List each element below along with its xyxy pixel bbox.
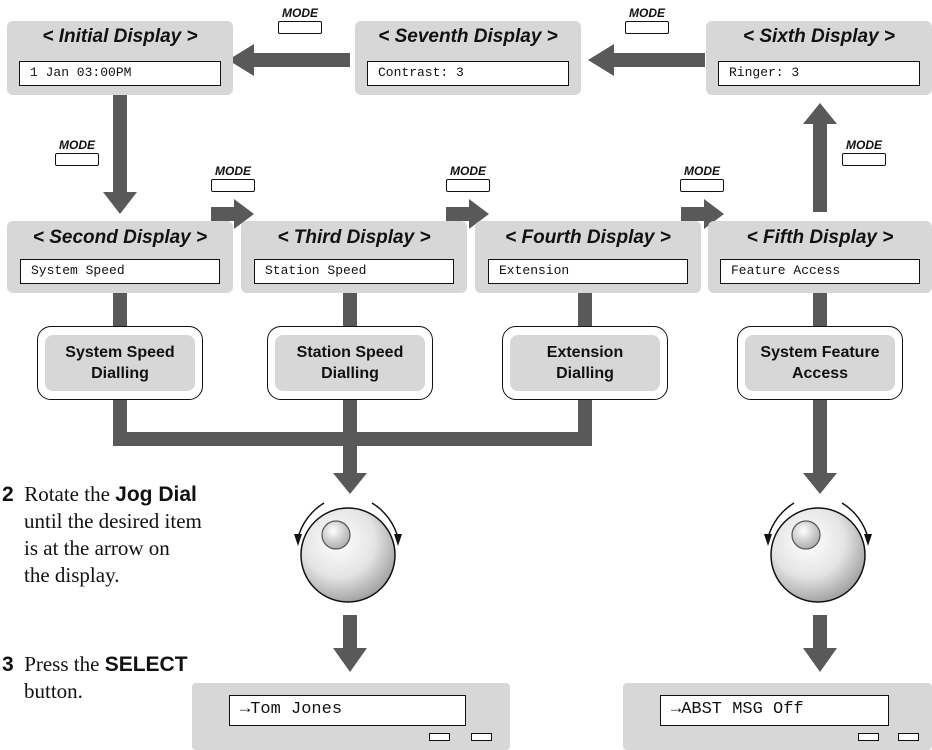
mode-key-initial-to-second[interactable]: MODE <box>52 138 102 166</box>
mode-key-fifth-to-sixth[interactable]: MODE <box>839 138 889 166</box>
indicator-led <box>858 733 879 741</box>
mode-button-icon <box>55 153 99 166</box>
mode-button-icon <box>211 179 255 192</box>
seventh-display-title: < Seventh Display > <box>378 26 558 47</box>
mode-button-icon <box>278 21 322 34</box>
mode-key-seventh-to-initial[interactable]: MODE <box>275 6 325 34</box>
mode-button-icon <box>680 179 724 192</box>
function-label-line2: Dialling <box>321 365 379 382</box>
third-display-lcd: Station Speed <box>254 259 454 284</box>
initial-display-lcd: 1 Jan 03:00PM <box>19 61 221 86</box>
mode-label: MODE <box>450 164 486 178</box>
function-label-line2: Dialling <box>91 365 149 382</box>
mode-key-third-to-fourth[interactable]: MODE <box>443 164 493 192</box>
fifth-display-panel: < Fifth Display > Feature Access <box>708 221 932 293</box>
mode-key-sixth-to-seventh[interactable]: MODE <box>622 6 672 34</box>
result-lcd-left: →Tom Jones <box>229 695 466 726</box>
step-text-line4: the display. <box>24 563 120 587</box>
step-text: Rotate the <box>24 482 110 506</box>
step-text-line2: button. <box>24 679 83 703</box>
function-label-line1: Station Speed <box>296 344 404 361</box>
sixth-display-lcd: Ringer: 3 <box>718 61 920 86</box>
function-label-line2: Dialling <box>556 365 614 382</box>
fourth-display-panel: < Fourth Display > Extension <box>475 221 701 293</box>
arrow-to-right-dial <box>803 399 837 494</box>
fifth-display-title: < Fifth Display > <box>746 227 894 248</box>
mode-label: MODE <box>684 164 720 178</box>
mode-label: MODE <box>846 138 882 152</box>
function-label-line1: Extension <box>546 344 624 361</box>
arrow-to-left-dial <box>333 445 367 494</box>
function-label-line1: System Feature <box>760 344 880 361</box>
system-speed-dialling-box: System Speed Dialling <box>37 326 203 400</box>
initial-display-panel: < Initial Display > 1 Jan 03:00PM <box>7 21 233 95</box>
second-display-lcd: System Speed <box>20 259 220 284</box>
fourth-display-title: < Fourth Display > <box>505 227 671 248</box>
indicator-led <box>898 733 919 741</box>
fifth-display-lcd: Feature Access <box>720 259 920 284</box>
arrow-third-to-fourth <box>446 199 489 229</box>
arrow-to-left-result <box>333 615 367 672</box>
mode-button-icon <box>446 179 490 192</box>
function-label-line2: Access <box>791 365 849 382</box>
seventh-display-lcd: Contrast: 3 <box>367 61 569 86</box>
mode-button-icon <box>842 153 886 166</box>
arrow-initial-to-second <box>103 95 137 214</box>
result-lcd-right: →ABST MSG Off <box>660 695 889 726</box>
arrow-second-to-third <box>211 199 254 229</box>
arrow-fifth-to-sixth <box>803 103 837 212</box>
indicator-led <box>471 733 492 741</box>
seventh-display-panel: < Seventh Display > Contrast: 3 <box>355 21 581 95</box>
step-number: 2 <box>2 483 14 506</box>
third-display-panel: < Third Display > Station Speed <box>241 221 467 293</box>
mode-label: MODE <box>215 164 251 178</box>
jog-dial-left[interactable] <box>294 502 402 603</box>
indicator-led <box>429 733 450 741</box>
jog-dial-right[interactable] <box>764 502 872 603</box>
mode-label: MODE <box>59 138 95 152</box>
step-text-line3: is at the arrow on <box>24 536 170 560</box>
fourth-display-lcd: Extension <box>488 259 688 284</box>
mode-key-second-to-third[interactable]: MODE <box>208 164 258 192</box>
arrow-seventh-to-initial <box>228 44 350 76</box>
function-label-line1: System Speed <box>65 344 175 361</box>
step-text-line2: until the desired item <box>24 509 202 533</box>
initial-display-title: < Initial Display > <box>42 26 198 47</box>
mode-label: MODE <box>282 6 318 20</box>
second-display-title: < Second Display > <box>32 227 208 248</box>
arrow-to-right-result <box>803 615 837 672</box>
mode-label: MODE <box>629 6 665 20</box>
arrow-sixth-to-seventh <box>588 44 705 76</box>
arrow-fourth-to-fifth <box>681 199 724 229</box>
result-display-right: →ABST MSG Off <box>623 683 932 750</box>
mode-key-fourth-to-fifth[interactable]: MODE <box>677 164 727 192</box>
second-display-panel: < Second Display > System Speed <box>7 221 233 293</box>
step-2-instruction: 2 Rotate the Jog Dial until the desired … <box>2 481 272 589</box>
sixth-display-panel: < Sixth Display > Ringer: 3 <box>706 21 932 95</box>
jog-dial-keyword: Jog Dial <box>115 483 197 506</box>
system-feature-access-box: System Feature Access <box>737 326 903 400</box>
select-keyword: SELECT <box>104 653 188 676</box>
station-speed-dialling-box: Station Speed Dialling <box>267 326 433 400</box>
result-display-left: →Tom Jones <box>192 683 510 750</box>
sixth-display-title: < Sixth Display > <box>742 26 896 47</box>
step-3-instruction: 3 Press the SELECT button. <box>2 651 272 705</box>
step-text: Press the <box>24 652 100 676</box>
mode-button-icon <box>625 21 669 34</box>
third-display-title: < Third Display > <box>277 227 431 248</box>
step-number: 3 <box>2 653 14 676</box>
extension-dialling-box: Extension Dialling <box>502 326 668 400</box>
